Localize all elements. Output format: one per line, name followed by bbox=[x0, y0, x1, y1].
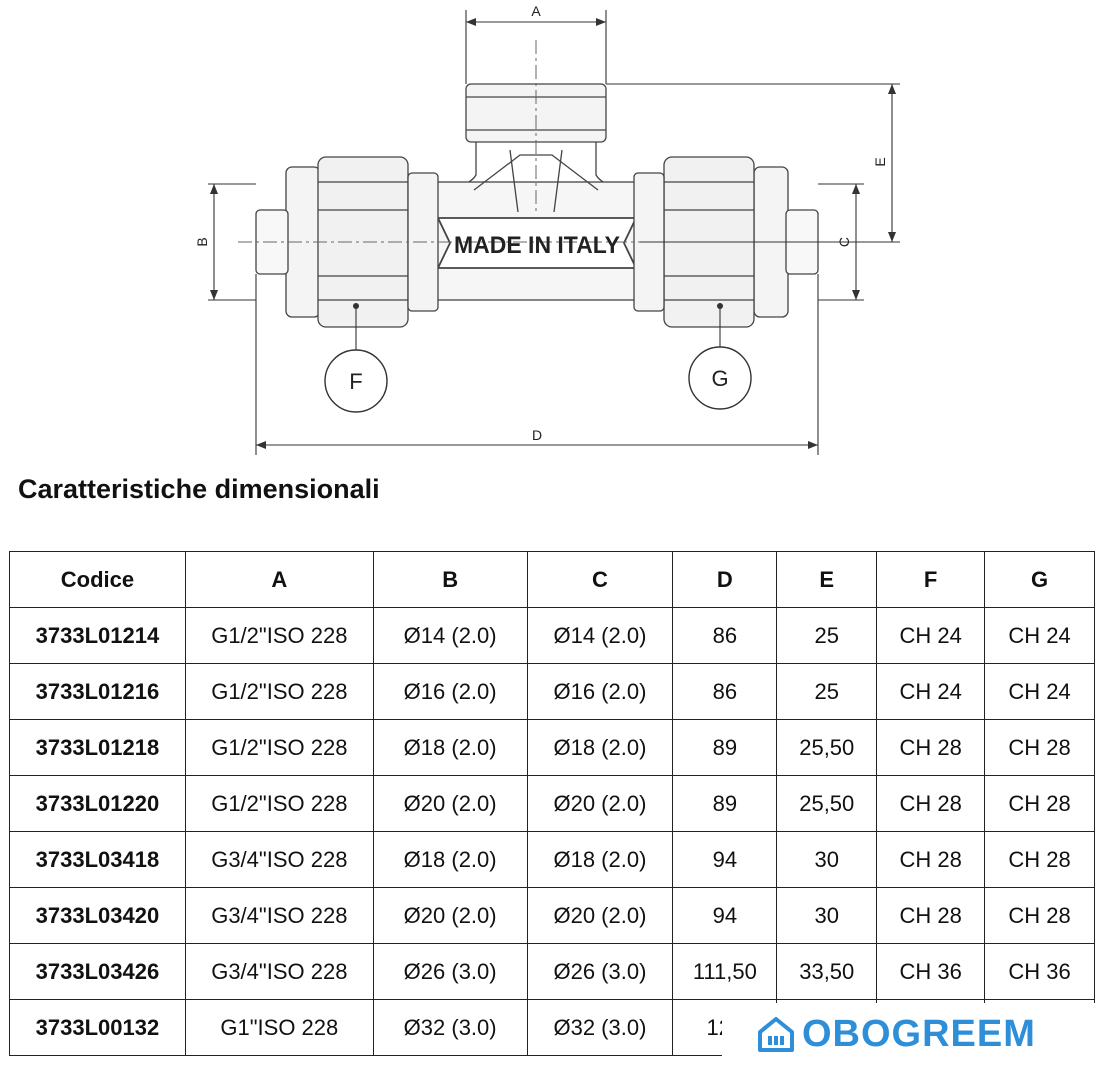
cell-d: 86 bbox=[672, 607, 778, 664]
dim-label-b: B bbox=[194, 237, 210, 246]
cell-d: 89 bbox=[672, 775, 778, 832]
cell-b: Ø14 (2.0) bbox=[372, 607, 528, 664]
cell-c: Ø14 (2.0) bbox=[526, 607, 674, 664]
cell-f: CH 28 bbox=[876, 719, 986, 776]
cell-e: 30 bbox=[776, 887, 878, 944]
cell-f: CH 28 bbox=[876, 775, 986, 832]
cell-e: 25,50 bbox=[776, 719, 878, 776]
column-header-a: A bbox=[184, 551, 374, 608]
cell-a: G3/4"ISO 228 bbox=[184, 943, 374, 1000]
cell-codice: 3733L01218 bbox=[9, 719, 186, 776]
cell-d: 94 bbox=[672, 887, 778, 944]
cell-g: CH 28 bbox=[984, 719, 1095, 776]
cell-codice: 3733L03418 bbox=[9, 831, 186, 888]
cell-a: G1/2"ISO 228 bbox=[184, 775, 374, 832]
table-row: 3733L01214 G1/2"ISO 228 Ø14 (2.0) Ø14 (2… bbox=[9, 607, 1095, 664]
cell-codice: 3733L01214 bbox=[9, 607, 186, 664]
cell-a: G1/2"ISO 228 bbox=[184, 607, 374, 664]
cell-f: CH 24 bbox=[876, 663, 986, 720]
table-row: 3733L03418 G3/4"ISO 228 Ø18 (2.0) Ø18 (2… bbox=[9, 831, 1095, 888]
cell-g: CH 28 bbox=[984, 831, 1095, 888]
cell-g: CH 36 bbox=[984, 943, 1095, 1000]
dim-label-d: D bbox=[532, 427, 542, 443]
watermark-logo: OBOGREEM bbox=[722, 1003, 1100, 1065]
column-header-b: B bbox=[372, 551, 528, 608]
callout-f-circle bbox=[324, 349, 388, 413]
cell-a: G1/2"ISO 228 bbox=[184, 663, 374, 720]
table-row: 3733L01220 G1/2"ISO 228 Ø20 (2.0) Ø20 (2… bbox=[9, 775, 1095, 832]
callout-f-label: F bbox=[349, 369, 362, 394]
cell-a: G3/4"ISO 228 bbox=[184, 887, 374, 944]
cell-e: 33,50 bbox=[776, 943, 878, 1000]
table-row: 3733L01216 G1/2"ISO 228 Ø16 (2.0) Ø16 (2… bbox=[9, 663, 1095, 720]
cell-a: G3/4"ISO 228 bbox=[184, 831, 374, 888]
cell-b: Ø20 (2.0) bbox=[372, 887, 528, 944]
cell-c: Ø26 (3.0) bbox=[526, 943, 674, 1000]
cell-e: 25,50 bbox=[776, 775, 878, 832]
cell-g: CH 24 bbox=[984, 663, 1095, 720]
dim-label-c: C bbox=[836, 237, 852, 247]
callout-g-label: G bbox=[711, 366, 728, 391]
cell-f: CH 36 bbox=[876, 943, 986, 1000]
column-header-g: G bbox=[984, 551, 1095, 608]
cell-c: Ø20 (2.0) bbox=[526, 775, 674, 832]
cell-e: 25 bbox=[776, 607, 878, 664]
imprint-text: MADE IN ITALY bbox=[454, 232, 620, 259]
dimensions-table: Codice A B C D E F G 3733L01214 G1/2"ISO… bbox=[9, 551, 1095, 1056]
section-title: Caratteristiche dimensionali bbox=[18, 474, 380, 504]
cell-b: Ø20 (2.0) bbox=[372, 775, 528, 832]
table-row: 3733L01218 G1/2"ISO 228 Ø18 (2.0) Ø18 (2… bbox=[9, 719, 1095, 776]
cell-d: 89 bbox=[672, 719, 778, 776]
cell-a: G1"ISO 228 bbox=[184, 999, 374, 1056]
cell-d: 94 bbox=[672, 831, 778, 888]
cell-a: G1/2"ISO 228 bbox=[184, 719, 374, 776]
cell-c: Ø16 (2.0) bbox=[526, 663, 674, 720]
cell-f: CH 28 bbox=[876, 831, 986, 888]
cell-b: Ø26 (3.0) bbox=[372, 943, 528, 1000]
cell-c: Ø32 (3.0) bbox=[526, 999, 674, 1056]
column-header-d: D bbox=[672, 551, 778, 608]
cell-e: 25 bbox=[776, 663, 878, 720]
cell-codice: 3733L03420 bbox=[9, 887, 186, 944]
cell-c: Ø18 (2.0) bbox=[526, 719, 674, 776]
cell-b: Ø16 (2.0) bbox=[372, 663, 528, 720]
cell-g: CH 28 bbox=[984, 775, 1095, 832]
table-row: 3733L03426 G3/4"ISO 228 Ø26 (3.0) Ø26 (3… bbox=[9, 943, 1095, 1000]
dim-label-e: E bbox=[872, 157, 888, 166]
cell-d: 111,50 bbox=[672, 943, 778, 1000]
cell-g: CH 28 bbox=[984, 887, 1095, 944]
cell-b: Ø18 (2.0) bbox=[372, 719, 528, 776]
table-header-row: Codice A B C D E F G bbox=[9, 551, 1095, 608]
column-header-c: C bbox=[526, 551, 674, 608]
column-header-e: E bbox=[776, 551, 878, 608]
dim-label-a: A bbox=[531, 3, 541, 19]
cell-c: Ø20 (2.0) bbox=[526, 887, 674, 944]
cell-codice: 3733L03426 bbox=[9, 943, 186, 1000]
watermark-brand: OBOGREEM bbox=[802, 1012, 1036, 1055]
cell-e: 30 bbox=[776, 831, 878, 888]
technical-drawing: MADE IN ITALY A D B C E F G bbox=[194, 3, 900, 455]
cell-f: CH 24 bbox=[876, 607, 986, 664]
cell-c: Ø18 (2.0) bbox=[526, 831, 674, 888]
column-header-codice: Codice bbox=[9, 551, 186, 608]
cell-d: 86 bbox=[672, 663, 778, 720]
house-icon bbox=[756, 1014, 796, 1054]
cell-f: CH 28 bbox=[876, 887, 986, 944]
column-header-f: F bbox=[876, 551, 986, 608]
cell-codice: 3733L00132 bbox=[9, 999, 186, 1056]
cell-codice: 3733L01216 bbox=[9, 663, 186, 720]
callout-g-circle bbox=[688, 346, 752, 410]
table-row: 3733L03420 G3/4"ISO 228 Ø20 (2.0) Ø20 (2… bbox=[9, 887, 1095, 944]
cell-b: Ø18 (2.0) bbox=[372, 831, 528, 888]
cell-codice: 3733L01220 bbox=[9, 775, 186, 832]
cell-g: CH 24 bbox=[984, 607, 1095, 664]
cell-b: Ø32 (3.0) bbox=[372, 999, 528, 1056]
